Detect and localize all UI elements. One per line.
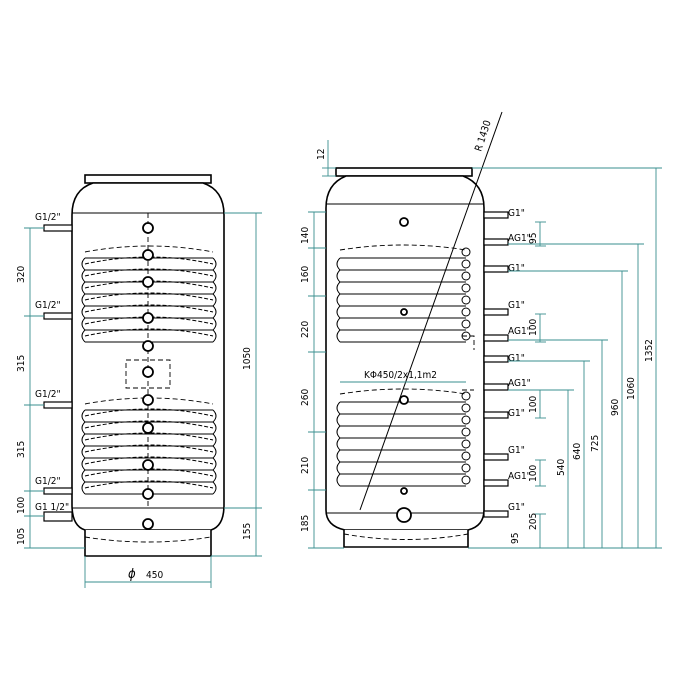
right-height-dim-label: 725 [590,435,601,452]
right-upper-coil [336,244,471,343]
left-dimension-chain [24,227,85,549]
left-dim-label: 315 [16,355,27,372]
left-lower-coil [81,397,217,495]
right-connection-label: G1" [508,502,525,513]
right-left-dim-chain [308,211,344,549]
right-flange-dash [462,335,475,391]
right-left-dim-label: 210 [300,457,311,474]
right-height-dim-label: 960 [610,399,621,416]
right-connection-label: G1" [508,353,525,364]
diameter-value: 450 [146,570,163,581]
right-center-ports [396,217,412,523]
left-side-pipes [43,224,73,522]
right-left-dim-label: 140 [300,227,311,244]
radius-line [359,111,503,511]
left-dim-label: 320 [16,266,27,283]
right-height-dims [468,167,662,549]
coil-label: KΦ450/2x1,1m2 [364,370,437,381]
left-diameter-dim [84,556,212,588]
left-dim-label: 100 [16,497,27,514]
right-inner-dim-label: 100 [528,465,539,482]
left-dim-label: 315 [16,441,27,458]
right-connection-label: AG1" [508,471,531,482]
left-base-dim-label: 155 [242,523,253,540]
left-height-dim-label: 1050 [242,347,253,370]
right-connection-label: AG1" [508,233,531,244]
right-left-dim-label: 260 [300,389,311,406]
top-dim-label: 12 [316,149,327,160]
right-connection-label: G1" [508,445,525,456]
radius-label: R 1430 [473,119,493,153]
right-left-dim-label: 220 [300,321,311,338]
left-tank-lid [84,174,212,184]
right-tank-lid [335,167,473,177]
left-connection-label: G1/2" [35,300,61,311]
left-flange [125,359,171,389]
left-connection-label: G1/2" [35,212,61,223]
right-connection-label: AG1" [508,326,531,337]
left-connection-label: G1/2" [35,476,61,487]
right-left-dim-label: 160 [300,266,311,283]
right-inner-dim-label: 100 [528,319,539,336]
right-connection-label: AG1" [508,378,531,389]
right-height-dim-label: 640 [572,443,583,460]
right-tank-base [343,530,469,548]
left-center-ports [142,213,154,530]
left-dim-label: 105 [16,528,27,545]
right-lower-coil [336,388,471,487]
left-height-dims [211,212,262,557]
right-connection-label: G1" [508,208,525,219]
right-inner-dims [535,221,546,548]
left-connection-label: G1/2" [35,389,61,400]
right-connection-label: G1" [508,263,525,274]
right-inner-dim-label: 100 [528,396,539,413]
right-height-dim-label: 1060 [626,377,637,400]
right-height-dim-label: 1352 [644,339,655,362]
right-connection-label: G1" [508,408,525,419]
right-inner-dim-label: 95 [528,233,539,244]
right-inner-dim-label: 95 [510,533,521,544]
left-base-dash [84,536,212,543]
diameter-symbol: ϕ [128,567,136,582]
right-inner-dim-label: 205 [528,513,539,530]
right-left-dim-label: 185 [300,515,311,532]
right-view: R 1430 KΦ450/2x1,1m2 140 160 220 260 [300,111,662,549]
right-connection-label: G1" [508,300,525,311]
left-view: G1/2" G1/2" G1/2" G1/2" G1 1/2" 320 315 … [16,174,262,588]
right-side-pipes [483,211,509,518]
right-height-dim-label: 540 [556,459,567,476]
left-tank-base [84,530,212,557]
left-connection-label: G1 1/2" [35,502,69,513]
